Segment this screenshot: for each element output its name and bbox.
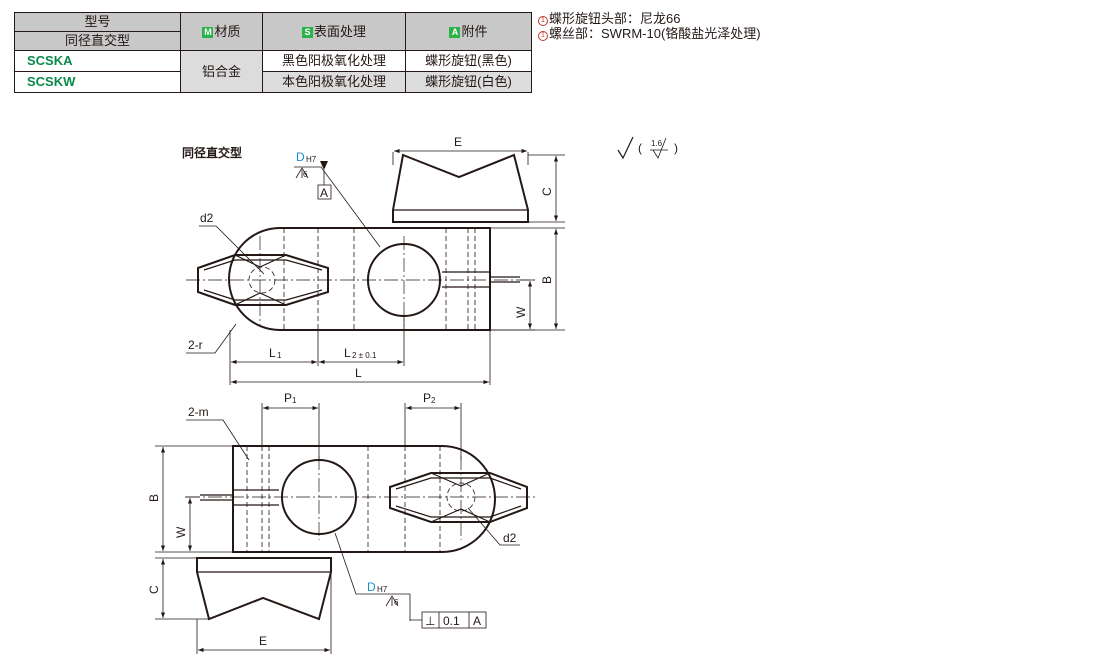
accessory-tag: A: [449, 26, 461, 38]
accessory-cell: 蝶形旋钮(白色): [405, 71, 532, 93]
surface-cell: 本色阳极氧化处理: [262, 71, 406, 93]
svg-text:H7: H7: [377, 585, 388, 594]
perp-datum: A: [473, 614, 481, 628]
svg-text:H7: H7: [306, 155, 317, 164]
label-2-m: 2-m: [188, 405, 209, 419]
dim-L: L: [355, 366, 362, 380]
note-mark-icon: 1: [538, 16, 548, 26]
model-cell: SCSKA: [14, 50, 181, 72]
datum-A: A: [320, 186, 328, 200]
surface-tag: S: [301, 26, 313, 38]
material-cell: 铝合金: [180, 50, 263, 93]
svg-text:1: 1: [292, 396, 297, 405]
dim-C-bottom: C: [147, 585, 161, 594]
svg-text:(: (: [638, 141, 642, 155]
dim-P1: P: [284, 391, 292, 405]
dim-B: B: [540, 276, 554, 284]
svg-text:1: 1: [277, 351, 282, 360]
svg-text:6: 6: [303, 170, 308, 179]
dim-E-bottom: E: [259, 634, 267, 648]
label-d2-bottom: d2: [503, 531, 517, 545]
label-D-bottom: D: [367, 580, 376, 594]
perp-value: 0.1: [443, 614, 460, 628]
roughness-value: 1.6: [651, 139, 663, 148]
material-tag: M: [202, 26, 214, 38]
label-D: D: [296, 150, 305, 164]
svg-text:2 ± 0.1: 2 ± 0.1: [352, 351, 377, 360]
roughness-symbol: ( 1.6 ): [617, 136, 678, 160]
bottom-dimensions: P 1 P 2 B W C E 2-m d2 D H7 6: [147, 391, 520, 654]
dim-W: W: [514, 306, 528, 318]
dim-L1: L: [269, 346, 276, 360]
label-d2-top: d2: [200, 211, 214, 225]
dim-W-bottom: W: [174, 526, 188, 538]
drawing-title: 同径直交型: [182, 145, 242, 160]
label-2-r: 2-r: [188, 338, 203, 352]
accessory-cell: 蝶形旋钮(黑色): [405, 50, 532, 72]
perp-symbol: ⊥: [425, 614, 435, 628]
bottom-view: [186, 445, 537, 621]
model-cell: SCSKW: [14, 71, 181, 93]
svg-text:2: 2: [431, 396, 436, 405]
dim-E: E: [454, 135, 462, 149]
note-mark-icon: 1: [538, 31, 548, 41]
svg-text:): ): [674, 141, 678, 155]
dim-P2: P: [423, 391, 431, 405]
top-dimensions: E C B W L 1 L 2 ± 0.1 L d2 2-r D H7 6: [186, 135, 565, 385]
dim-C: C: [540, 187, 554, 196]
header-model: 型号: [14, 12, 181, 32]
top-view: [186, 153, 535, 331]
dim-L2: L: [344, 346, 351, 360]
svg-text:6: 6: [394, 598, 399, 607]
dim-B-bottom: B: [147, 494, 161, 502]
